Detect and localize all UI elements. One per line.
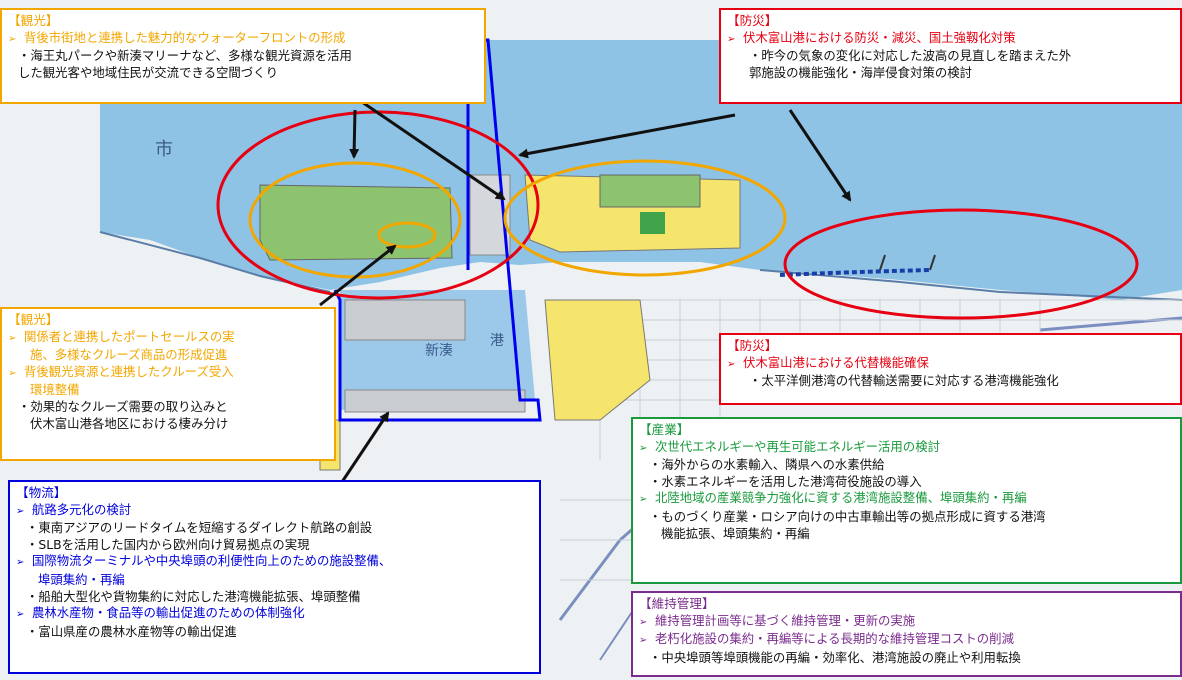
tourism-box-middle: 【観光】 ➢ 関係者と連携したポートセールスの実 施、多様なクルーズ商品の形成促進… — [0, 307, 336, 461]
triangle-bullet-icon: ➢ — [16, 505, 25, 517]
logistics-item-3-sub-1: ・富山県産の農林水産物等の輸出促進 — [26, 623, 237, 639]
tourism-ellipse-east — [503, 159, 787, 277]
disaster-top-sub-1: ・昨今の気象の変化に対応した波高の見直しを踏まえた外 — [749, 48, 1072, 64]
triangle-bullet-icon: ➢ — [639, 442, 648, 454]
logistics-item-2-line-1: 国際物流ターミナルや中央埠頭の利便性向上のための施設整備、 — [32, 553, 392, 569]
triangle-bullet-icon: ➢ — [639, 616, 648, 628]
green-square — [640, 212, 665, 234]
disaster-box-top-title: 【防災】 — [727, 13, 778, 28]
park-zone-west — [259, 184, 453, 261]
map-label-port: 港 — [490, 333, 504, 349]
maintenance-item-1: 維持管理計画等に基づく維持管理・更新の実施 — [655, 612, 916, 628]
tourism-mid-item-2-line-1: 背後観光資源と連携したクルーズ受入 — [24, 363, 234, 379]
logistics-item-2-sub-1: ・船舶大型化や貨物集約に対応した港湾機能拡張、埠頭整備 — [26, 588, 361, 604]
logistics-box-title: 【物流】 — [16, 485, 67, 500]
industry-box-title: 【産業】 — [639, 422, 690, 437]
industry-item-2-sub-1: ・ものづくり産業・ロシア向けの中古車輸出等の拠点形成に資する港湾 — [649, 508, 1046, 524]
logistics-item-2-line-2: 埠頭集約・再編 — [38, 571, 125, 587]
industrial-zone-south — [544, 299, 651, 421]
tourism-box-middle-title: 【観光】 — [8, 312, 59, 327]
disaster-box-middle: 【防災】 ➢ 伏木富山港における代替機能確保 ・太平洋側港湾の代替輸送需要に対応す… — [719, 333, 1182, 405]
disaster-box-top: 【防災】 ➢ 伏木富山港における防災・減災、国土強靱化対策 ・昨今の気象の変化に対… — [719, 8, 1182, 104]
industry-item-1-sub-1: ・海外からの水素輸入、隣県への水素供給 — [649, 457, 885, 473]
logistics-item-1-sub-2: ・SLBを活用した国内から欧州向け貿易拠点の実現 — [26, 536, 310, 552]
tourism-box-top: 【観光】 ➢ 背後市街地と連携した魅力的なウォーターフロントの形成 ・海王丸パーク… — [0, 8, 486, 104]
logistics-item-1-sub-1: ・東南アジアのリードタイムを短縮するダイレクト航路の創設 — [26, 520, 373, 536]
triangle-bullet-icon: ➢ — [16, 609, 25, 621]
disaster-mid-item-1: 伏木富山港における代替機能確保 — [743, 354, 929, 370]
industry-item-1: 次世代エネルギーや再生可能エネルギー活用の検討 — [655, 438, 940, 454]
triangle-bullet-icon: ➢ — [8, 367, 17, 379]
triangle-bullet-icon: ➢ — [727, 358, 736, 370]
tourism-top-sub-1: ・海王丸パークや新湊マリーナなど、多様な観光資源を活用 — [18, 48, 352, 64]
tourism-mid-item-1-line-2: 施、多様なクルーズ商品の形成促進 — [30, 347, 228, 363]
tourism-mid-item-1-line-1: 関係者と連携したポートセールスの実 — [24, 328, 235, 344]
tourism-mid-sub-1: ・効果的なクルーズ需要の取り込みと — [18, 398, 228, 414]
map-label-city: 市 — [155, 139, 173, 160]
triangle-bullet-icon: ➢ — [639, 494, 648, 506]
industry-box: 【産業】 ➢ 次世代エネルギーや再生可能エネルギー活用の検討 ・海外からの水素輸入… — [631, 417, 1182, 584]
tourism-top-sub-2: した観光客や地域住民が交流できる空間づくり — [18, 64, 278, 80]
maintenance-box: 【維持管理】 ➢ 維持管理計画等に基づく維持管理・更新の実施 ➢ 老朽化施設の集約・… — [631, 591, 1182, 677]
maintenance-item-2-sub-1: ・中央埠頭等埠頭機能の再編・効率化、港湾施設の廃止や利用転換 — [649, 649, 1021, 665]
tourism-box-top-title: 【観光】 — [8, 13, 59, 28]
tourism-top-item-1: 背後市街地と連携した魅力的なウォーターフロントの形成 — [24, 29, 346, 45]
map-label-shinminato: 新湊 — [425, 342, 453, 359]
logistics-item-1: 航路多元化の検討 — [32, 501, 132, 517]
maintenance-box-title: 【維持管理】 — [639, 596, 715, 611]
logistics-item-3: 農林水産物・食品等の輸出促進のための体制強化 — [32, 605, 305, 621]
disaster-top-sub-2: 郭施設の機能強化・海岸侵食対策の検討 — [749, 64, 973, 80]
triangle-bullet-icon: ➢ — [727, 33, 736, 45]
maintenance-item-2: 老朽化施設の集約・再編等による長期的な維持管理コストの削減 — [655, 631, 1014, 647]
park-zone-east — [599, 174, 701, 208]
tourism-mid-sub-2: 伏木富山港各地区における棲み分け — [30, 415, 229, 431]
disaster-mid-sub-1: ・太平洋側港湾の代替輸送需要に対応する港湾機能強化 — [749, 373, 1059, 389]
triangle-bullet-icon: ➢ — [8, 33, 17, 45]
triangle-bullet-icon: ➢ — [639, 635, 648, 647]
disaster-top-item-1: 伏木富山港における防災・減災、国土強靱化対策 — [743, 29, 1016, 45]
disaster-zone-ellipse-east — [783, 208, 1139, 320]
triangle-bullet-icon: ➢ — [16, 557, 25, 569]
industry-item-1-sub-2: ・水素エネルギーを活用した港湾荷役施設の導入 — [649, 473, 922, 489]
logistics-box: 【物流】 ➢ 航路多元化の検討 ・東南アジアのリードタイムを短縮するダイレクト航路… — [8, 480, 541, 674]
triangle-bullet-icon: ➢ — [8, 332, 17, 344]
disaster-box-middle-title: 【防災】 — [727, 338, 778, 353]
tourism-mid-item-2-line-2: 環境整備 — [30, 382, 80, 398]
logistics-area-outline — [333, 38, 542, 422]
industry-item-2: 北陸地域の産業競争力強化に資する港湾施設整備、埠頭集約・再編 — [655, 490, 1027, 506]
marina-ellipse — [377, 221, 437, 249]
industry-item-2-sub-2: 機能拡張、埠頭集約・再編 — [661, 525, 810, 541]
